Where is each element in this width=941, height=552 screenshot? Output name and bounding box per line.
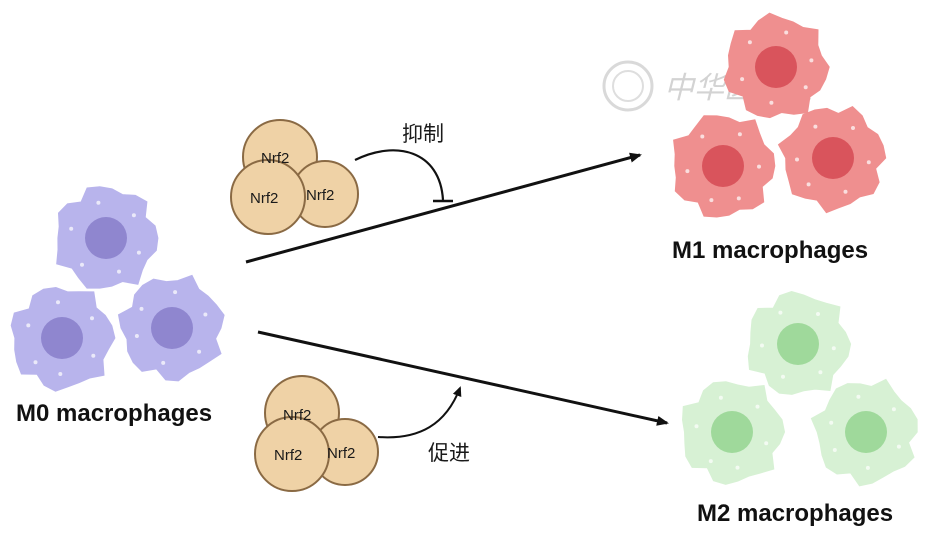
arrow-to-m1 — [245, 152, 642, 264]
arrow-to-m2 — [257, 330, 669, 426]
macrophage-cell — [747, 290, 852, 395]
cell-granule — [843, 189, 848, 194]
cell-granule — [896, 444, 901, 449]
nrf2-cluster-bottom: Nrf2 Nrf2 Nrf2 — [254, 375, 379, 492]
promote-label: 促进 — [428, 441, 470, 465]
macrophage-cell — [117, 274, 225, 382]
watermark-seal-icon — [602, 60, 654, 112]
cell-granule — [757, 164, 761, 169]
cell-granule — [117, 269, 121, 274]
m2-cell-cluster — [681, 290, 918, 487]
cell-granule — [818, 370, 823, 375]
cell-granule — [832, 448, 837, 452]
cell-granule — [760, 343, 764, 348]
macrophage-cell — [673, 115, 776, 218]
macrophage-cell — [681, 381, 786, 485]
cell-granule — [26, 323, 31, 328]
macrophage-cell — [810, 378, 918, 487]
cell-granule — [866, 160, 871, 165]
cell-granule — [203, 312, 208, 317]
cell-granule — [91, 353, 96, 358]
cell-granule — [134, 334, 139, 338]
macrophage-cell — [777, 105, 887, 214]
cell-granule — [56, 300, 60, 305]
macrophage-cell — [723, 12, 830, 119]
cell-granule — [764, 441, 769, 446]
cell-nucleus — [777, 323, 819, 365]
cell-granule — [795, 157, 799, 162]
cell-granule — [778, 310, 783, 315]
nrf2-label: Nrf2 — [306, 187, 334, 204]
cell-granule — [856, 394, 861, 399]
nrf2-protein — [230, 159, 306, 235]
cell-nucleus — [151, 307, 193, 349]
cell-granule — [851, 126, 855, 130]
cell-granule — [784, 30, 789, 35]
cell-granule — [139, 306, 144, 311]
cell-granule — [161, 360, 166, 365]
cell-granule — [813, 124, 818, 129]
cell-granule — [69, 226, 74, 231]
nrf2-label: Nrf2 — [283, 407, 311, 424]
nrf2-protein — [254, 416, 330, 492]
cell-granule — [709, 198, 714, 203]
inhibit-connector — [354, 149, 445, 201]
nrf2-label: Nrf2 — [274, 447, 302, 464]
cell-granule — [708, 459, 713, 464]
cell-granule — [694, 424, 699, 429]
promote-connector — [377, 386, 462, 439]
cell-granule — [831, 346, 836, 351]
cell-nucleus — [85, 217, 127, 259]
cell-nucleus — [845, 411, 887, 453]
cell-granule — [755, 404, 760, 409]
cell-granule — [740, 77, 745, 82]
m2-label: M2 macrophages — [697, 500, 893, 527]
cell-granule — [781, 374, 785, 379]
cell-granule — [700, 134, 705, 139]
cell-granule — [806, 182, 811, 187]
cell-granule — [58, 372, 63, 376]
nrf2-label: Nrf2 — [261, 150, 289, 167]
cell-nucleus — [711, 411, 753, 453]
cell-granule — [747, 40, 752, 45]
inhibit-label: 抑制 — [402, 122, 444, 146]
cell-granule — [809, 58, 814, 63]
cell-granule — [173, 290, 178, 295]
cell-nucleus — [755, 46, 797, 88]
cell-granule — [769, 100, 774, 105]
nrf2-label: Nrf2 — [327, 445, 355, 462]
macrophage-cell — [10, 286, 116, 392]
cell-granule — [197, 349, 202, 354]
cell-granule — [96, 200, 101, 205]
cell-nucleus — [812, 137, 854, 179]
cell-granule — [735, 465, 740, 470]
cell-granule — [816, 312, 820, 316]
cell-granule — [136, 250, 141, 255]
m1-cell-cluster — [673, 12, 887, 218]
cell-granule — [736, 196, 741, 201]
cell-granule — [80, 262, 84, 267]
cell-granule — [829, 420, 834, 425]
cell-granule — [803, 85, 808, 90]
m0-cell-cluster — [10, 186, 225, 392]
cell-granule — [737, 132, 742, 137]
cell-granule — [131, 213, 136, 218]
cell-granule — [718, 395, 723, 400]
cell-granule — [865, 465, 870, 470]
cell-granule — [33, 360, 38, 365]
macrophage-cell — [56, 186, 159, 289]
cell-nucleus — [702, 145, 744, 187]
cell-granule — [891, 407, 896, 412]
cell-granule — [685, 169, 690, 174]
m0-label: M0 macrophages — [16, 400, 212, 427]
cell-nucleus — [41, 317, 83, 359]
m1-label: M1 macrophages — [672, 237, 868, 264]
nrf2-cluster-top: Nrf2 Nrf2 Nrf2 — [230, 119, 359, 235]
cell-granule — [90, 316, 94, 321]
nrf2-label: Nrf2 — [250, 190, 278, 207]
